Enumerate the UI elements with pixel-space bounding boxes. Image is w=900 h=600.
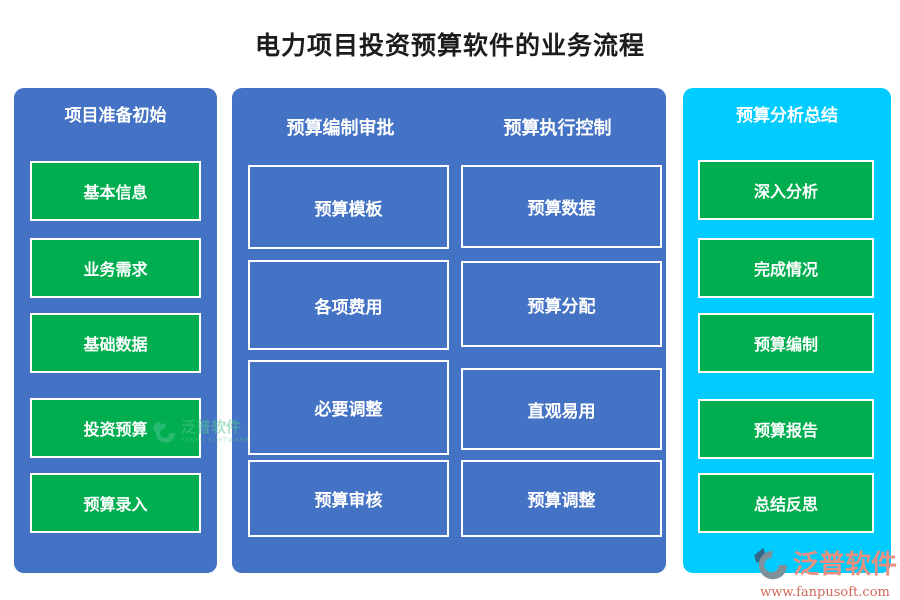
flow-step: 业务需求 xyxy=(30,238,201,298)
flow-step: 深入分析 xyxy=(698,160,874,220)
panel-header: 预算分析总结 xyxy=(736,106,838,126)
panel-header: 项目准备初始 xyxy=(64,106,167,126)
fanpu-logo: 泛普软件 www.fanpusoft.com xyxy=(752,546,898,600)
flow-step: 投资预算 xyxy=(30,398,201,458)
panel-header: 预算编制审批 xyxy=(286,118,395,139)
flow-step: 总结反思 xyxy=(698,473,874,533)
flow-step: 预算编制 xyxy=(698,313,874,373)
flow-step: 基本信息 xyxy=(30,161,201,221)
flow-step: 基础数据 xyxy=(30,313,201,373)
panel-project-preparation: 项目准备初始 基本信息 业务需求 基础数据 投资预算 预算录入 xyxy=(14,88,217,573)
panel-budget-analysis: 预算分析总结 深入分析 完成情况 预算编制 预算报告 总结反思 xyxy=(683,88,891,573)
flow-step: 预算调整 xyxy=(461,460,662,537)
fanpu-swirl-icon xyxy=(753,547,788,580)
flow-step: 预算审核 xyxy=(248,460,449,537)
flow-step: 预算分配 xyxy=(461,261,662,347)
page-title: 电力项目投资预算软件的业务流程 xyxy=(254,31,645,60)
flow-step: 完成情况 xyxy=(698,238,874,298)
flow-step: 预算录入 xyxy=(30,473,201,533)
panel-header: 预算执行控制 xyxy=(503,118,612,139)
flow-step: 各项费用 xyxy=(248,260,449,350)
flow-step: 必要调整 xyxy=(248,360,449,455)
flow-step: 预算模板 xyxy=(248,165,449,249)
flow-step: 预算报告 xyxy=(698,399,874,459)
brand-name: 泛普软件 xyxy=(792,550,897,580)
flow-step: 直观易用 xyxy=(461,368,662,450)
brand-url: www.fanpusoft.com xyxy=(760,585,890,600)
panel-budget-middle: 预算编制审批 预算执行控制 预算模板 各项费用 必要调整 预算审核 预算数据 预… xyxy=(232,88,666,573)
flow-step: 预算数据 xyxy=(461,165,662,248)
